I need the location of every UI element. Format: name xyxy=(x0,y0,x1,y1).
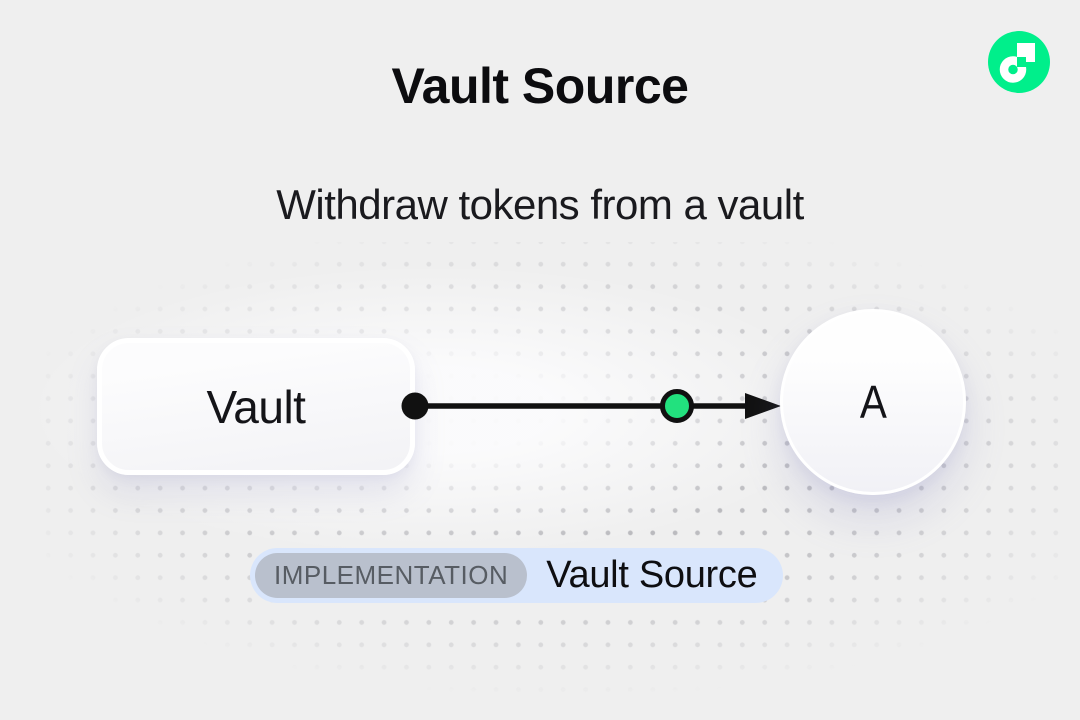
page-title: Vault Source xyxy=(391,58,689,114)
implementation-label: Vault Source xyxy=(546,554,758,596)
flow-logo-icon xyxy=(988,31,1050,93)
arrowhead-icon xyxy=(745,393,781,419)
vault-node: Vault xyxy=(97,338,415,475)
connector-arrow xyxy=(401,389,781,423)
account-node: A xyxy=(780,309,966,495)
vault-node-label: Vault xyxy=(206,380,306,433)
implementation-tag: IMPLEMENTATION xyxy=(255,553,528,598)
page-subtitle: Withdraw tokens from a vault xyxy=(276,181,804,228)
connector-start-dot xyxy=(401,392,429,420)
implementation-badge: IMPLEMENTATION Vault Source xyxy=(250,548,784,603)
token-dot xyxy=(660,389,694,423)
account-node-label: A xyxy=(859,376,887,428)
